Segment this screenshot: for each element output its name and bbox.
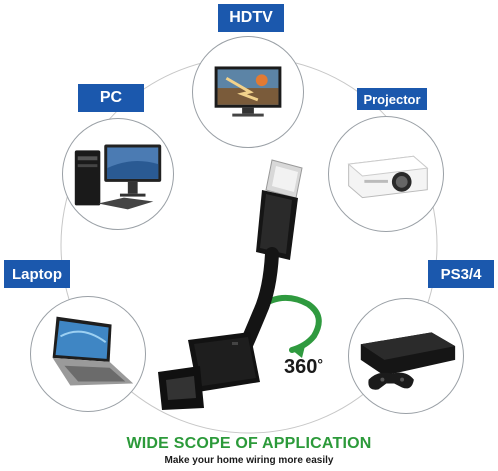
ps-image (360, 332, 456, 390)
label-laptop: Laptop (4, 260, 70, 288)
hdtv-circle (192, 36, 304, 148)
pc-circle (62, 118, 174, 230)
rotation-label: 360° (284, 356, 323, 379)
hdmi-adapter-image (158, 159, 303, 410)
projector-image (347, 155, 429, 199)
label-projector: Projector (357, 88, 427, 110)
label-pc: PC (78, 84, 144, 112)
headline-title: WIDE SCOPE OF APPLICATION (126, 435, 372, 452)
degree-symbol: ° (317, 356, 323, 372)
label-hdtv: HDTV (218, 4, 284, 32)
rotation-value: 360 (284, 356, 318, 378)
label-ps: PS3/4 (428, 260, 494, 288)
ps-circle (348, 298, 464, 414)
headline-subtitle: Make your home wiring more easily (164, 455, 334, 466)
hdtv-image (214, 66, 282, 117)
laptop-circle (30, 296, 146, 412)
pc-image (74, 144, 162, 210)
projector-circle (328, 116, 444, 232)
laptop-image (52, 316, 134, 386)
